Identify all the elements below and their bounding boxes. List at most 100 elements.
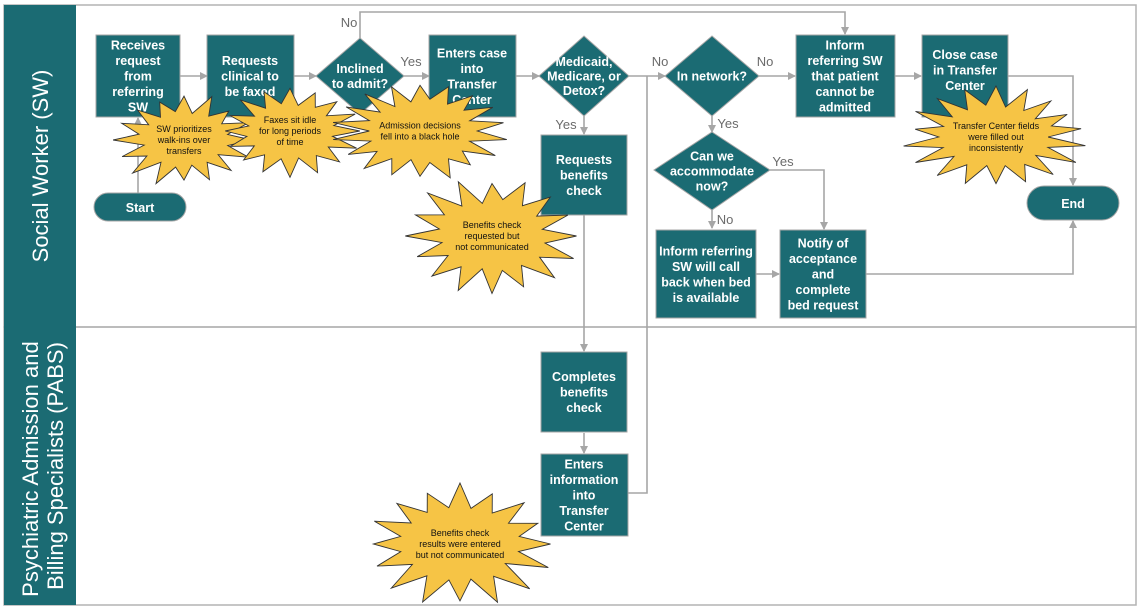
lane-pabs-band [4,327,76,605]
node-label-line: SW will call [672,260,740,274]
lane-label-pabs: Psychiatric Admission and Billing Specia… [18,335,68,597]
connectors [134,11,1077,494]
node-label-line: Receives [111,39,165,53]
node-label-line: information [550,473,619,487]
label-inclined-no: No [341,15,358,30]
node-label-line: referring SW [807,54,882,68]
label-medicaid-yes: Yes [555,117,577,132]
node-label-line: complete [796,283,851,297]
callout-text-line: Benefits check [431,528,490,538]
callout-text-line: of time [276,137,303,147]
node-label-line: Center [564,520,604,534]
callout-burst-benefits-results [371,481,551,604]
callout-text-line: SW prioritizes [156,124,212,134]
node-label-line: Inform referring [659,244,753,258]
node-inform-cannot [795,34,896,118]
node-label-line: now? [696,180,729,194]
node-label-line: In network? [677,70,747,84]
callout-text-line: but not communicated [416,550,505,560]
callout-text-line: transfers [166,146,202,156]
node-inform-call-back [655,229,757,319]
callout-text-line: Benefits check [463,220,522,230]
callout-text-line: for long periods [259,126,322,136]
edge-enters-network [628,76,648,494]
label-inclined-yes: Yes [400,54,422,69]
node-label-line: Inclined [336,62,383,76]
node-label-line: Transfer [559,504,608,518]
end-terminal [1026,185,1120,221]
start-label: Start [126,201,155,215]
label-accommodate-no: No [717,212,734,227]
label-network-no: No [757,54,774,69]
node-label-line: Medicaid, [556,55,613,69]
node-label-line: into [573,489,596,503]
node-label-line: from [124,70,152,84]
edge-inclined-no [359,11,849,38]
node-label-line: acceptance [789,252,857,266]
edge-accommodate-yes [770,169,828,230]
edge-close-end [1008,75,1077,186]
callout-burst-walkins [113,95,252,185]
node-label-line: benefits [560,169,608,183]
callout-burst-black-hole [332,84,507,179]
node-label-line: Medicare, or [547,70,621,84]
callout-text-line: fell into a black hole [380,132,459,142]
node-label-line: to admit? [332,77,388,91]
node-enters-information [540,453,629,537]
callout-text-line: were filled out [967,132,1024,142]
end-label: End [1061,197,1085,211]
node-label-line: admitted [819,101,871,115]
node-label-line: Can we [690,150,734,164]
node-label-line: referring [112,85,163,99]
node-notify-acceptance [779,229,867,319]
callout-text-line: not communicated [455,242,529,252]
node-label-line: in Transfer [933,64,997,78]
nodes: Start End [93,34,1120,537]
node-label-line: SW [128,101,148,115]
node-label-line: check [566,184,601,198]
node-label-line: Transfer [447,77,496,91]
node-label-line: is available [673,291,740,305]
decision-accommodate [653,131,771,211]
label-medicaid-no: No [652,54,669,69]
start-terminal [93,192,187,222]
callout-burst-benefits-requested [405,180,577,295]
lane-label-pabs-line2: Billing Specialists (PABS) [43,342,68,590]
decision-inclined [315,37,405,115]
edge-notify-end [866,220,1077,275]
callout-text-line: Faxes sit idle [264,115,317,125]
callout-text-line: Transfer Center fields [953,121,1040,131]
lane-label-pabs-line1: Psychiatric Admission and [18,341,43,597]
node-label-line: be faxed [225,85,276,99]
lane-sw-band [4,5,76,327]
node-label-line: Enters case [437,46,507,60]
node-label-line: Requests [222,54,278,68]
node-completes-benefits [540,351,628,433]
callout-burst-faxes [225,87,360,179]
node-label-line: Requests [556,153,612,167]
callout-text-line: requested but [464,231,520,241]
callout-burst-tc-fields [903,84,1086,185]
node-label-line: check [566,401,601,415]
decision-in-network [664,35,760,117]
node-requests-benefits [540,134,628,216]
node-label-line: back when bed [661,275,751,289]
node-label-line: Completes [552,370,616,384]
